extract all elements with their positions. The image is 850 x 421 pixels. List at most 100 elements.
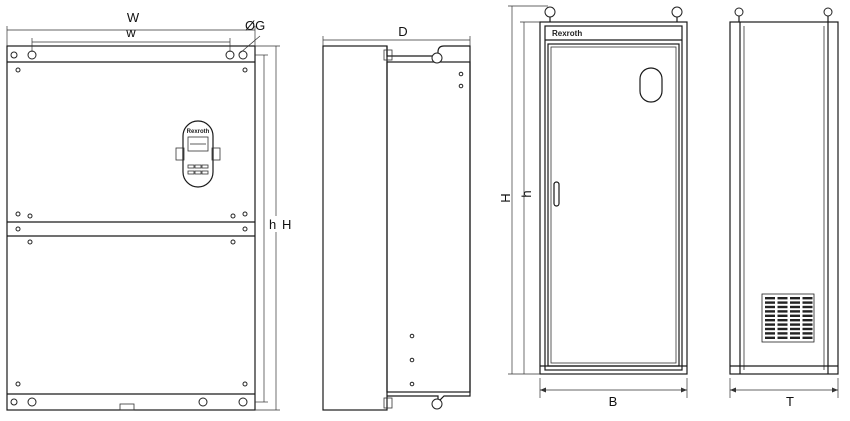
- keypad-key[interactable]: [194, 164, 202, 169]
- cabinet-side-frame: [729, 21, 839, 375]
- screw: [409, 357, 415, 363]
- grille-slot: [765, 336, 775, 339]
- keypad-key[interactable]: [187, 164, 195, 169]
- label-h-cab: h: [519, 190, 534, 197]
- grille-slot: [765, 305, 775, 309]
- grille-slot: [790, 336, 800, 339]
- grille-slot: [802, 305, 813, 309]
- label-D: D: [398, 24, 407, 39]
- mount-hole-bottom-right: [238, 397, 248, 407]
- grille-slot: [790, 305, 800, 309]
- mount-hole-bottom-mid: [198, 397, 208, 407]
- keypad-tab-left: [175, 147, 185, 161]
- lifting-eye-side-left: [734, 7, 744, 17]
- grille-slot: [802, 323, 813, 326]
- grille-slot: [802, 297, 813, 300]
- keypad-outline: [182, 120, 214, 188]
- screw: [409, 381, 415, 387]
- keypad-key[interactable]: [201, 164, 209, 169]
- grille-slot: [790, 319, 800, 322]
- cabinet-window: [639, 67, 663, 103]
- keypad-key[interactable]: [194, 170, 202, 175]
- grille-slot: [765, 319, 775, 322]
- grille-slot: [790, 332, 800, 335]
- leader-G: [239, 35, 261, 54]
- screw: [409, 333, 415, 339]
- side-bracket-bottom: [383, 397, 393, 409]
- screw: [458, 71, 464, 77]
- screw: [242, 226, 248, 232]
- label-bg: [266, 216, 296, 232]
- bottom-notch: [119, 403, 135, 411]
- grille-slot: [790, 301, 800, 304]
- screw: [458, 83, 464, 89]
- grille-slot: [777, 327, 788, 331]
- keypad-panel: Rexroth: [175, 120, 221, 188]
- screw: [242, 67, 248, 73]
- grille-slot: [790, 310, 800, 313]
- label-W: W: [127, 10, 140, 25]
- label-B: B: [609, 394, 618, 409]
- label-T: T: [786, 394, 794, 409]
- grille-slot: [802, 327, 813, 331]
- grille-slot: [777, 301, 788, 304]
- grille-slot: [802, 301, 813, 304]
- mount-hole-top-right-inner: [225, 50, 235, 60]
- screw: [15, 211, 21, 217]
- mount-hole-top-left: [27, 50, 37, 60]
- side-heatsink-body: [386, 61, 471, 393]
- grille-slot: [802, 314, 813, 317]
- lifting-eye-side-right: [823, 7, 833, 17]
- grille-slot: [790, 323, 800, 326]
- cabinet-frame: [539, 21, 688, 375]
- label-G: ØG: [245, 18, 265, 33]
- grille-slot: [777, 314, 788, 317]
- cabinet-inner-frame: [544, 25, 683, 371]
- screw: [230, 239, 236, 245]
- grille-slot: [777, 323, 788, 326]
- ventilation-grille: [761, 293, 815, 343]
- mount-hole-top-right: [238, 50, 248, 60]
- grille-slot: [777, 336, 788, 339]
- label-w: w: [125, 25, 136, 40]
- grille-slot: [765, 323, 775, 326]
- cabinet-door-handle[interactable]: [553, 181, 560, 207]
- grille-slot: [777, 310, 788, 313]
- cabinet-front-view: Rexroth H h B: [498, 5, 688, 409]
- screw: [230, 213, 236, 219]
- grille-slot: [777, 297, 788, 300]
- screw: [242, 381, 248, 387]
- label-H-cab: H: [498, 193, 513, 202]
- keypad-brand-label: Rexroth: [187, 129, 210, 135]
- grille-slot: [777, 319, 788, 322]
- screw: [15, 381, 21, 387]
- screw: [15, 226, 21, 232]
- screw: [242, 211, 248, 217]
- grille-slot: [765, 297, 775, 300]
- side-mount-hole-bottom: [431, 398, 443, 410]
- grille-slot: [777, 332, 788, 335]
- cabinet-door-inner: [550, 46, 677, 364]
- keypad-key[interactable]: [201, 170, 209, 175]
- grille-slot: [790, 314, 800, 317]
- mount-hole-top-far-left: [10, 51, 18, 59]
- cabinet-door: [547, 43, 680, 367]
- grille-slot: [802, 310, 813, 313]
- label-h-front: h: [269, 217, 276, 232]
- grille-slot: [802, 336, 813, 339]
- grille-slot: [790, 327, 800, 331]
- grille-slot: [802, 332, 813, 335]
- cabinet-brand-label: Rexroth: [552, 29, 582, 38]
- side-mount-hole-top: [431, 52, 443, 64]
- label-H-front: H: [282, 217, 291, 232]
- grille-slot: [765, 301, 775, 304]
- front-body-outline: [6, 45, 256, 411]
- screw: [27, 239, 33, 245]
- mount-hole-bottom-left: [27, 397, 37, 407]
- grille-slot: [790, 297, 800, 300]
- screw: [15, 67, 21, 73]
- keypad-key[interactable]: [187, 170, 195, 175]
- mount-hole-bottom-far-left: [10, 398, 18, 406]
- front-view: Rexroth W w ØG h H: [6, 10, 296, 411]
